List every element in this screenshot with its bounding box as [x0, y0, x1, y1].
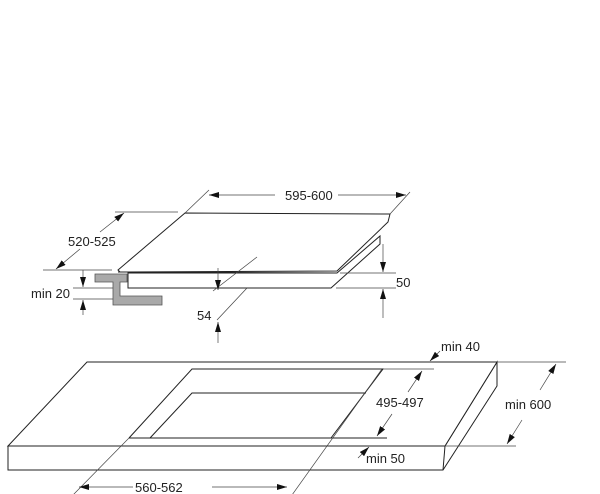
dimension-hob-width: 595-600	[184, 188, 411, 215]
label-hob-height: 50	[396, 275, 410, 290]
label-cutout-width: 560-562	[135, 480, 183, 494]
label-min-wall-gap: min 20	[31, 286, 70, 301]
dimension-cutout-width: 560-562	[73, 368, 383, 494]
dimension-worktop-depth: min 600	[445, 363, 557, 447]
label-worktop-depth: min 600	[505, 397, 551, 412]
dimension-built-in-depth: 54	[197, 256, 258, 343]
dimension-rear-clearance: min 40	[429, 339, 566, 363]
worktop-drawing: 560-562 495-497 min 40 min 600 min 50	[6, 339, 566, 494]
cutout-inner	[149, 392, 366, 439]
label-hob-depth: 520-525	[68, 234, 116, 249]
label-front-clearance: min 50	[366, 451, 405, 466]
label-rear-clearance: min 40	[441, 339, 480, 354]
dimension-cutout-depth: 495-497	[376, 368, 434, 437]
label-hob-width: 595-600	[285, 188, 333, 203]
label-built-in-depth: 54	[197, 308, 211, 323]
dimension-hob-height: 50	[336, 244, 410, 318]
dimension-front-clearance: min 50	[357, 446, 405, 466]
hob-drawing: 595-600 520-525 min 20 54	[31, 188, 410, 343]
dimension-min-wall-gap: min 20	[31, 270, 113, 315]
mounting-bracket	[94, 273, 163, 306]
label-cutout-depth: 495-497	[376, 395, 424, 410]
dimension-hob-depth: 520-525	[43, 211, 178, 271]
